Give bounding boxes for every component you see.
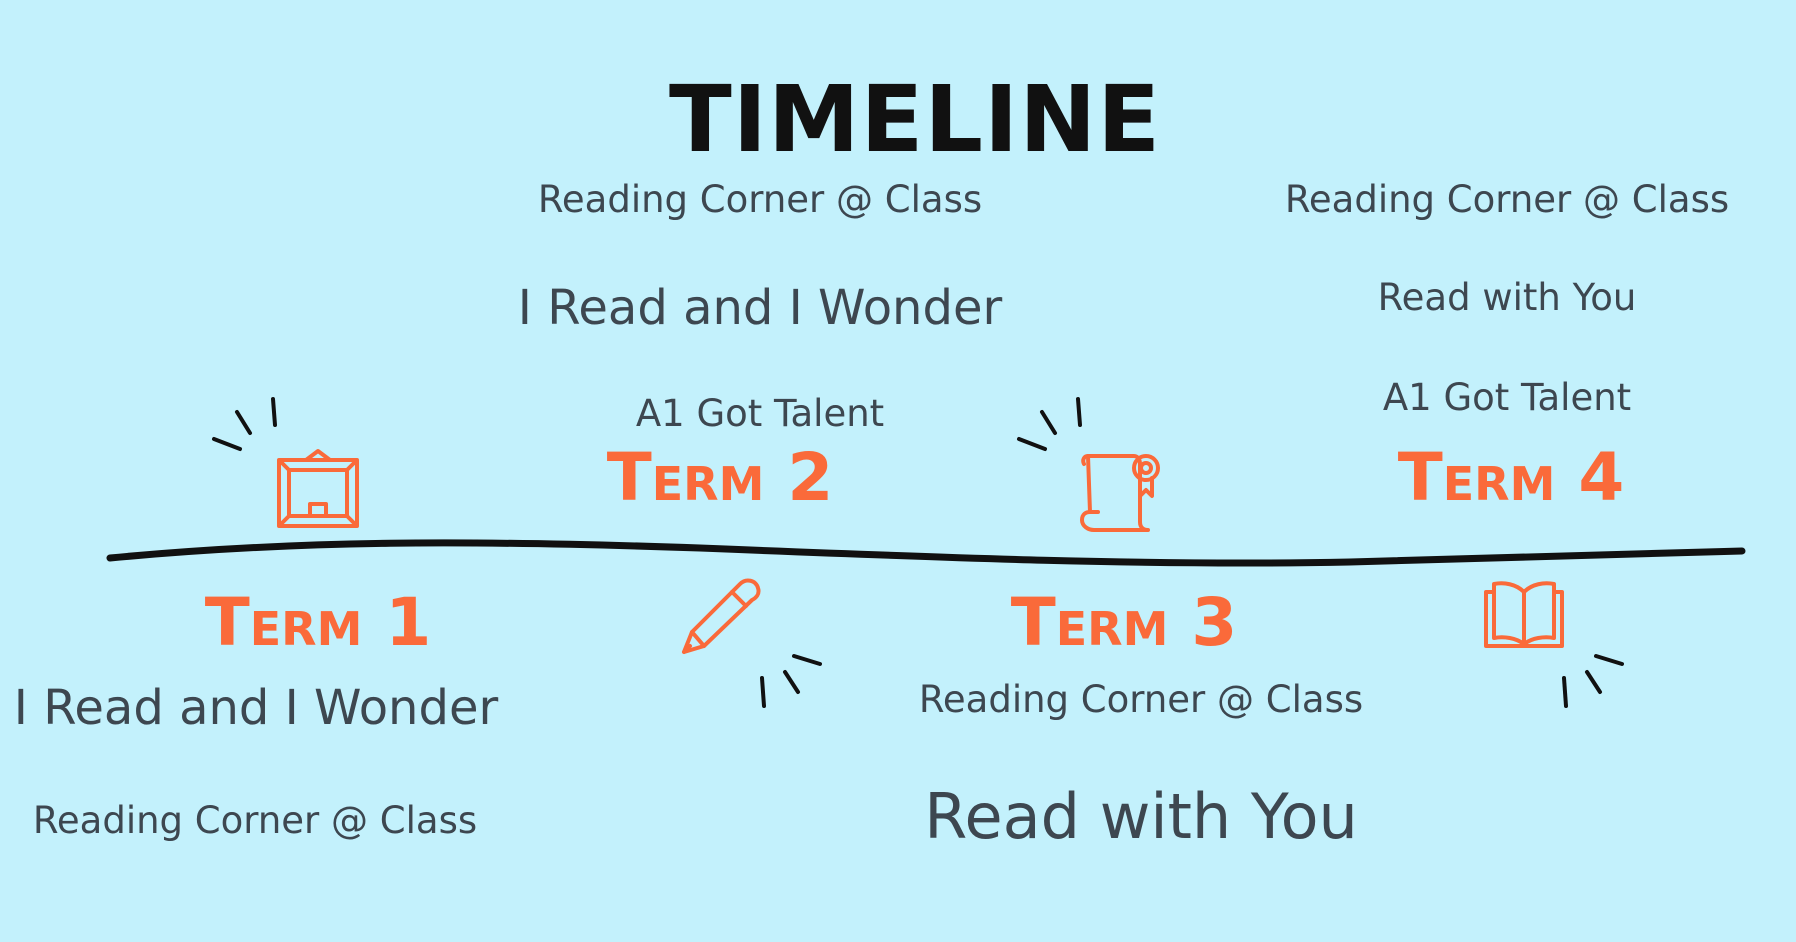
term-1-sparkle [212,397,277,451]
term-3-sparkle [1017,397,1082,451]
term-2-label: Term 2 [606,439,834,516]
term-4-sparkle [1562,654,1624,708]
term-4-activity-3: A1 Got Talent [1382,376,1632,419]
term-3-label: Term 3 [1010,584,1238,661]
term-4-label: Term 4 [1397,439,1625,516]
term-4-activity-1: Reading Corner @ Class [1284,178,1730,221]
term-2-activity-2: I Read and I Wonder [517,280,1003,336]
term-3-activity-2: Read with You [924,780,1358,853]
term-1-activity-1: I Read and I Wonder [13,680,499,736]
term-1-label: Term 1 [204,584,432,661]
pencil-icon [682,578,761,654]
term-2-sparkle [760,654,822,708]
term-1-activity-2: Reading Corner @ Class [32,799,478,842]
page-title: TIMELINE [668,66,1162,173]
term-3-activity-1: Reading Corner @ Class [918,678,1364,721]
term-4-activity-2: Read with You [1377,276,1637,319]
certificate-scroll-icon [1080,454,1160,532]
term-2-activity-3: A1 Got Talent [635,392,885,435]
open-book-icon [1484,581,1564,648]
picture-frame-icon [277,449,359,528]
term-2-activity-1: Reading Corner @ Class [537,178,983,221]
